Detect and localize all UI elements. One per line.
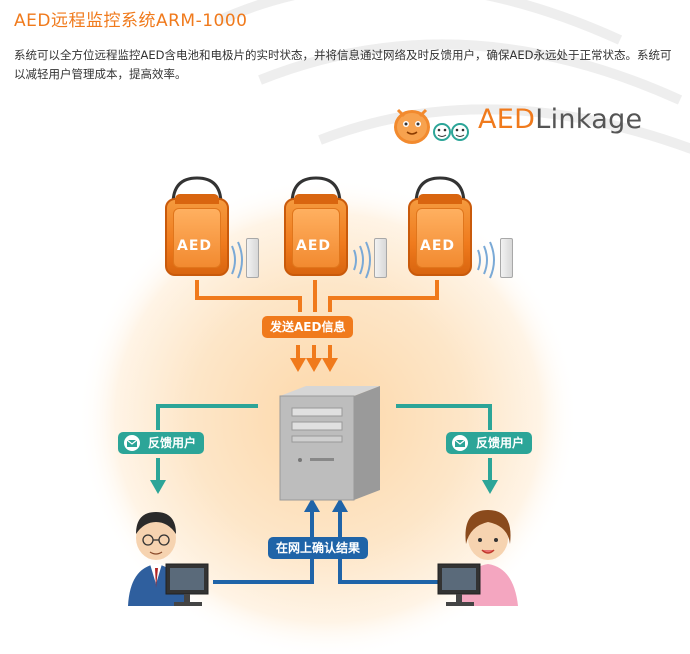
feedback-right-text: 反馈用户	[476, 436, 525, 450]
logo-aed-text: AED	[478, 104, 536, 135]
female-user-icon	[437, 510, 518, 606]
aed-handle-icon	[171, 176, 223, 205]
aed-label: AED	[177, 238, 213, 254]
server-icon	[279, 386, 380, 501]
modem-icon	[500, 238, 513, 278]
mail-icon	[452, 435, 468, 451]
aed-handle-icon	[290, 176, 342, 205]
aed-linkage-logo: AEDLinkage	[390, 100, 670, 152]
page-description: 系统可以全方位远程监控AED含电池和电极片的实时状态，并将信息通过网络及时反馈用…	[14, 48, 672, 81]
male-user-icon	[128, 512, 209, 606]
logo-text: AEDLinkage	[478, 104, 642, 135]
mail-icon	[124, 435, 140, 451]
aed-device-icon: AED	[284, 194, 348, 276]
aed-device-icon: AED	[165, 194, 229, 276]
aed-cap	[175, 194, 219, 204]
logo-linkage-text: Linkage	[535, 104, 643, 135]
aed-label: AED	[296, 238, 332, 254]
page-title: AED远程监控系统ARM-1000	[14, 11, 248, 31]
feedback-user-right-label: 反馈用户	[446, 432, 533, 454]
modem-icon	[246, 238, 259, 278]
background-swirl	[217, 0, 690, 154]
aed-device-icon: AED	[408, 194, 472, 276]
aed-label: AED	[420, 238, 456, 254]
aed-cap	[418, 194, 462, 204]
confirm-online-label: 在网上确认结果	[268, 537, 369, 559]
feedback-user-left-label: 反馈用户	[118, 432, 205, 454]
monitoring-diagram: AED AED AED	[0, 160, 690, 654]
feedback-left-text: 反馈用户	[148, 436, 197, 450]
aed-panel	[416, 208, 464, 268]
mascot-icon	[394, 108, 469, 144]
send-aed-info-label: 发送AED信息	[262, 316, 354, 338]
aed-panel	[173, 208, 221, 268]
aed-cap	[294, 194, 338, 204]
aed-panel	[292, 208, 340, 268]
modem-icon	[374, 238, 387, 278]
aed-handle-icon	[414, 176, 466, 205]
